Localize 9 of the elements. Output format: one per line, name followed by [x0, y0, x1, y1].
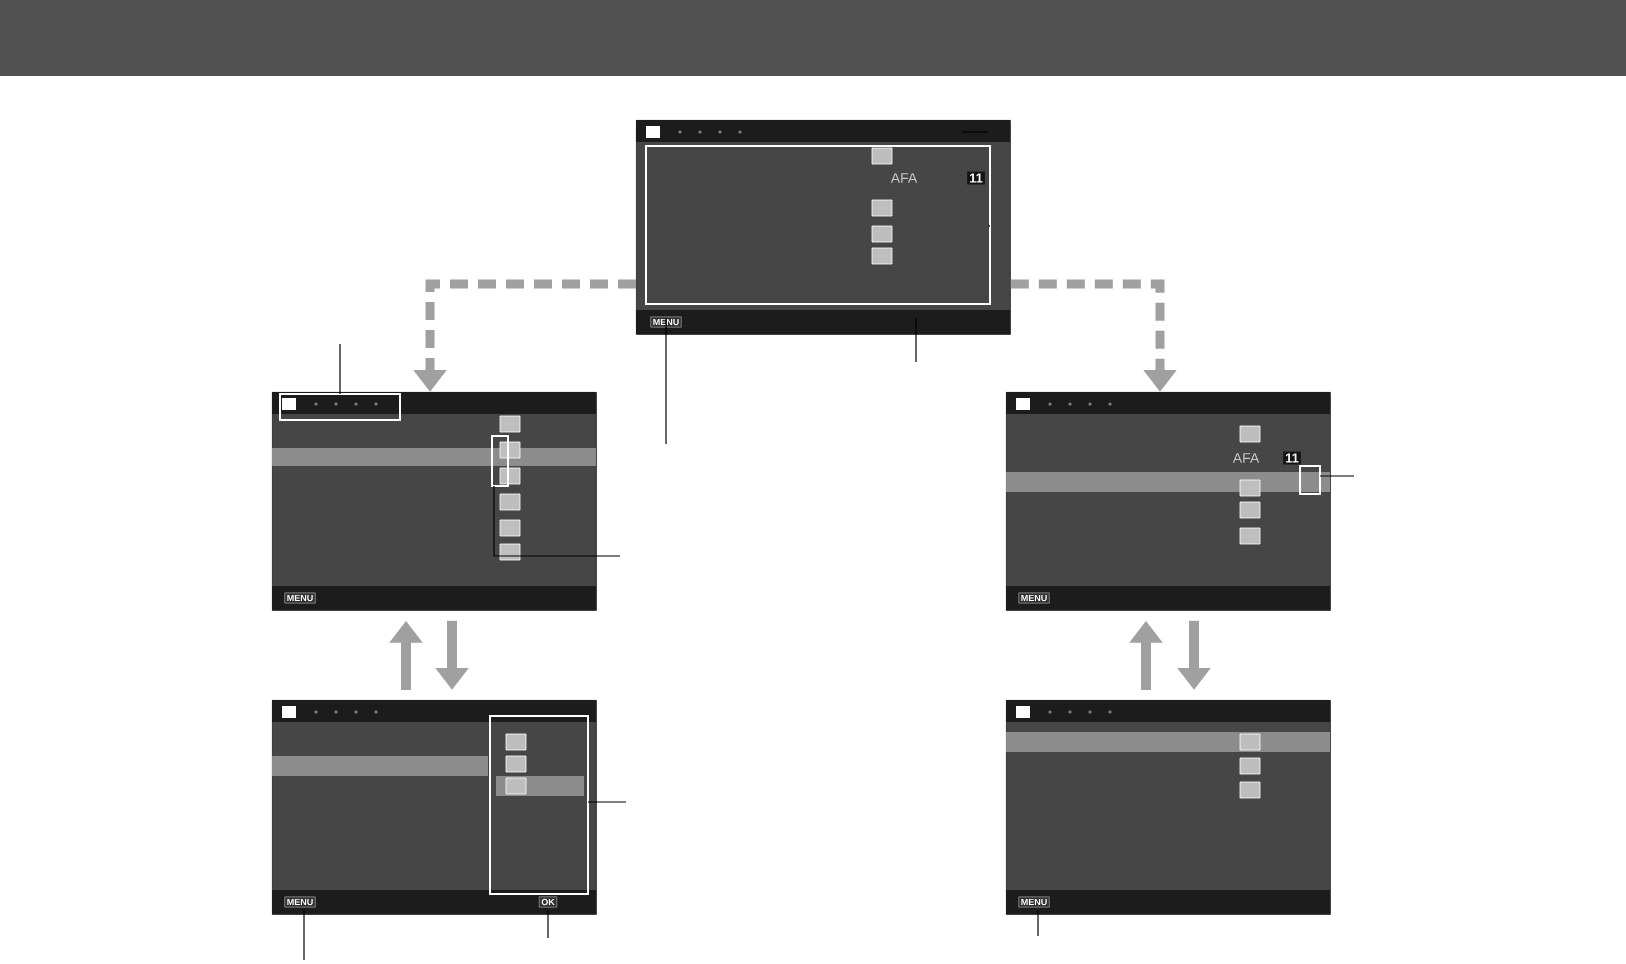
leader-line — [665, 317, 667, 445]
leader-line — [339, 343, 341, 395]
leader-line — [1319, 475, 1355, 477]
leader-line — [493, 485, 621, 557]
leader-line — [915, 317, 917, 363]
leader-line — [1037, 909, 1039, 937]
leader-line — [303, 909, 305, 961]
leader-line — [547, 909, 549, 939]
leader-line — [587, 801, 627, 803]
